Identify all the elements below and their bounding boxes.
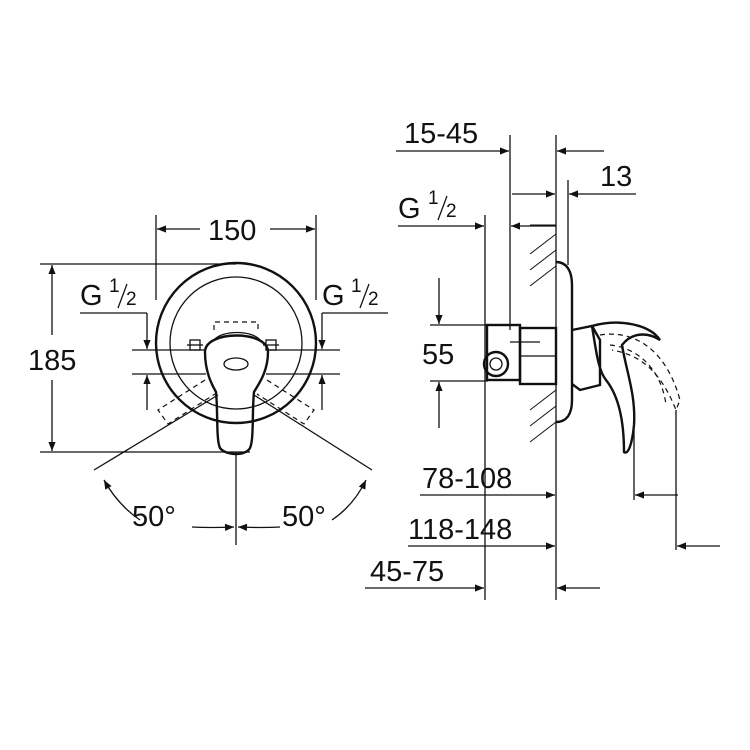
dim-150-label: 150	[208, 215, 256, 247]
thread-side-den: 2	[446, 201, 457, 222]
thread-side-slash	[437, 195, 448, 221]
thread-left-slash	[117, 283, 128, 309]
inlet-connection-inner	[489, 357, 503, 371]
wall-hatching	[529, 224, 557, 443]
mixer-valve	[485, 323, 522, 382]
cover-plate-profile	[555, 260, 574, 424]
dim-55-label: 55	[422, 339, 454, 371]
angle-right-arc-bottom	[237, 523, 281, 531]
dim-185-label: 185	[28, 345, 76, 377]
thread-right-num: 1	[351, 276, 362, 297]
inlet-connection	[482, 350, 510, 378]
dim-45-75-label: 45-75	[370, 556, 444, 588]
angle-left-arc-bottom	[191, 523, 235, 531]
thread-side-num: 1	[428, 188, 439, 209]
handle-lever	[590, 321, 661, 454]
angle-right-arc-top	[331, 479, 367, 521]
handle-stem	[571, 324, 602, 392]
dim-15-45-label: 15-45	[404, 118, 478, 150]
angle-right-ray	[253, 394, 373, 471]
handle-right-rotated	[256, 379, 315, 425]
dim-78-108-label: 78-108	[422, 463, 512, 495]
angle-left-ray	[93, 394, 219, 471]
handle-left-rotated	[157, 379, 216, 425]
thread-side-g: G	[398, 193, 421, 225]
thread-left-den: 2	[126, 289, 137, 310]
thread-right-den: 2	[368, 289, 379, 310]
dim-118-148-label: 118-148	[408, 514, 512, 546]
handle-lever-raised	[599, 333, 681, 412]
cover-plate	[154, 261, 318, 425]
thread-left-num: 1	[109, 276, 120, 297]
handle-lever-raised-2	[609, 344, 667, 406]
handle-top-dashed	[213, 321, 259, 330]
side-view: 15-45 13 G 1 2 55 78-108 118-148 45-75	[365, 118, 720, 600]
thread-right-g: G	[322, 280, 345, 312]
handle-indicator	[223, 357, 249, 371]
cover-plate-inner	[169, 276, 303, 410]
angle-left-label: 50°	[132, 501, 176, 533]
dim-13-label: 13	[600, 161, 632, 193]
front-view: 150 185 G 1 2 G 1 2 50° 5	[28, 215, 388, 545]
handle-top-cap	[213, 331, 261, 341]
angle-left-arc-top	[103, 479, 141, 521]
thread-left-g: G	[80, 280, 103, 312]
thread-right-slash	[359, 283, 370, 309]
angle-right-label: 50°	[282, 501, 326, 533]
